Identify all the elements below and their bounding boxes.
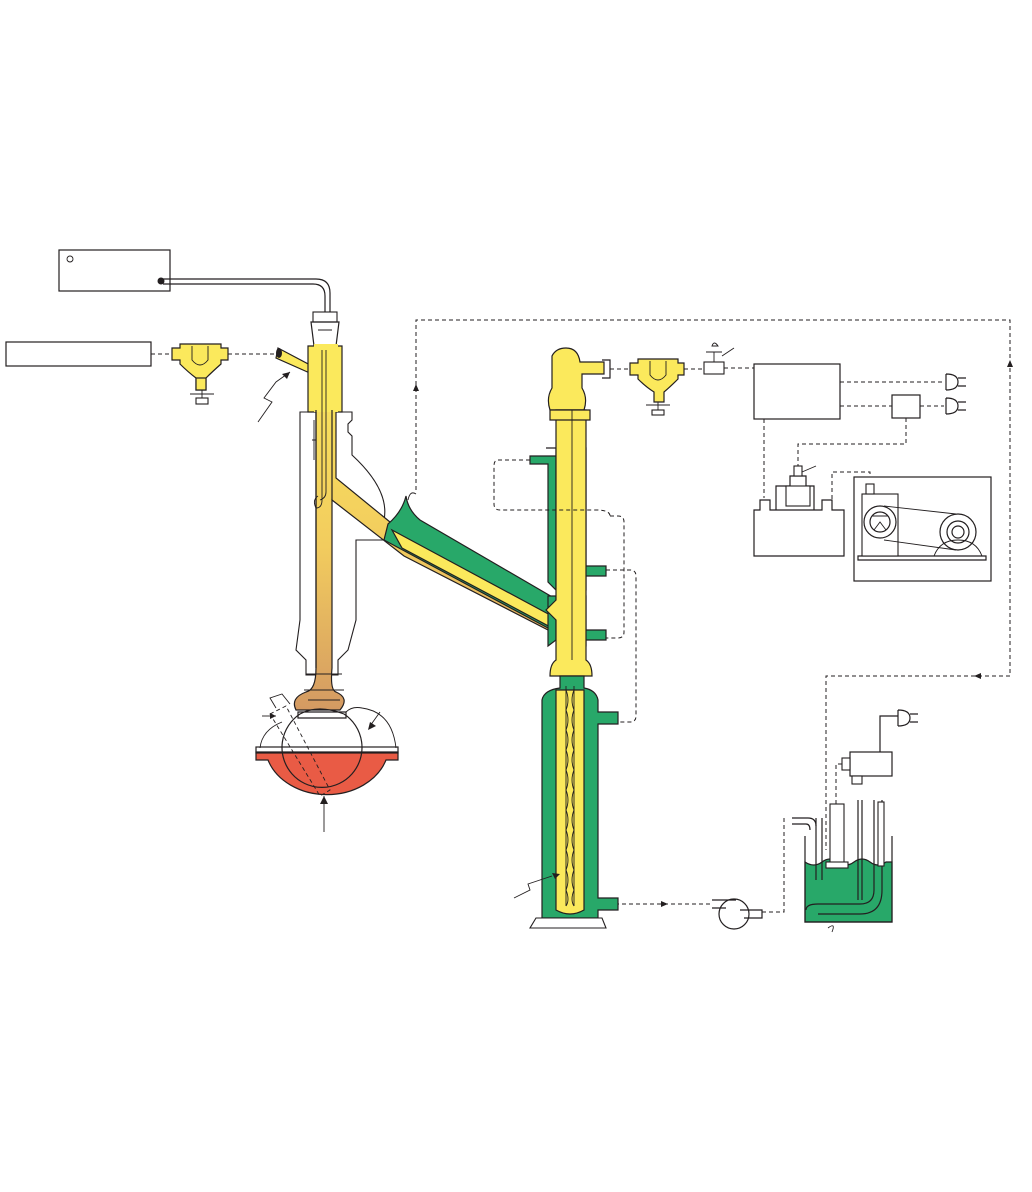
flask-side-guard (259, 707, 397, 749)
temperature-controller-box (58, 249, 171, 292)
boiling-flask (262, 693, 363, 797)
thermocouple-cable (163, 278, 331, 312)
gas-inlet-arm (275, 347, 313, 375)
indicator-lamp-icon (66, 255, 74, 263)
buffer-tank (753, 465, 871, 557)
relay-box (891, 394, 921, 419)
vacuum-jacket (295, 411, 389, 676)
packing-coil (565, 689, 569, 907)
plug-icon (945, 373, 966, 391)
probe-connector-icon (157, 277, 165, 285)
chiller-controller (841, 751, 893, 785)
cold-trap-left (171, 343, 229, 405)
side-arm-cooling-jacket (383, 495, 559, 629)
vacuum-return-line (415, 319, 1011, 850)
vacuum-controller-box (753, 363, 841, 420)
circulation-pump-icon (712, 898, 763, 930)
gas-supply-box (5, 341, 152, 367)
plug-icon (945, 397, 966, 415)
cooling-bath (792, 800, 893, 933)
needle-valve (703, 342, 754, 375)
cold-trap-right (629, 358, 685, 416)
receiver-column (529, 347, 619, 929)
inlet-pointer-line (257, 371, 291, 423)
inlet-pointer-arrow (282, 372, 290, 379)
jacket-loop-lower (606, 569, 637, 723)
coil-pointer-line (513, 875, 553, 899)
plug-icon (879, 709, 918, 752)
heating-mantle (255, 746, 399, 796)
jacket-loop-upper (493, 459, 611, 517)
vacuum-pump-icon (853, 476, 992, 582)
